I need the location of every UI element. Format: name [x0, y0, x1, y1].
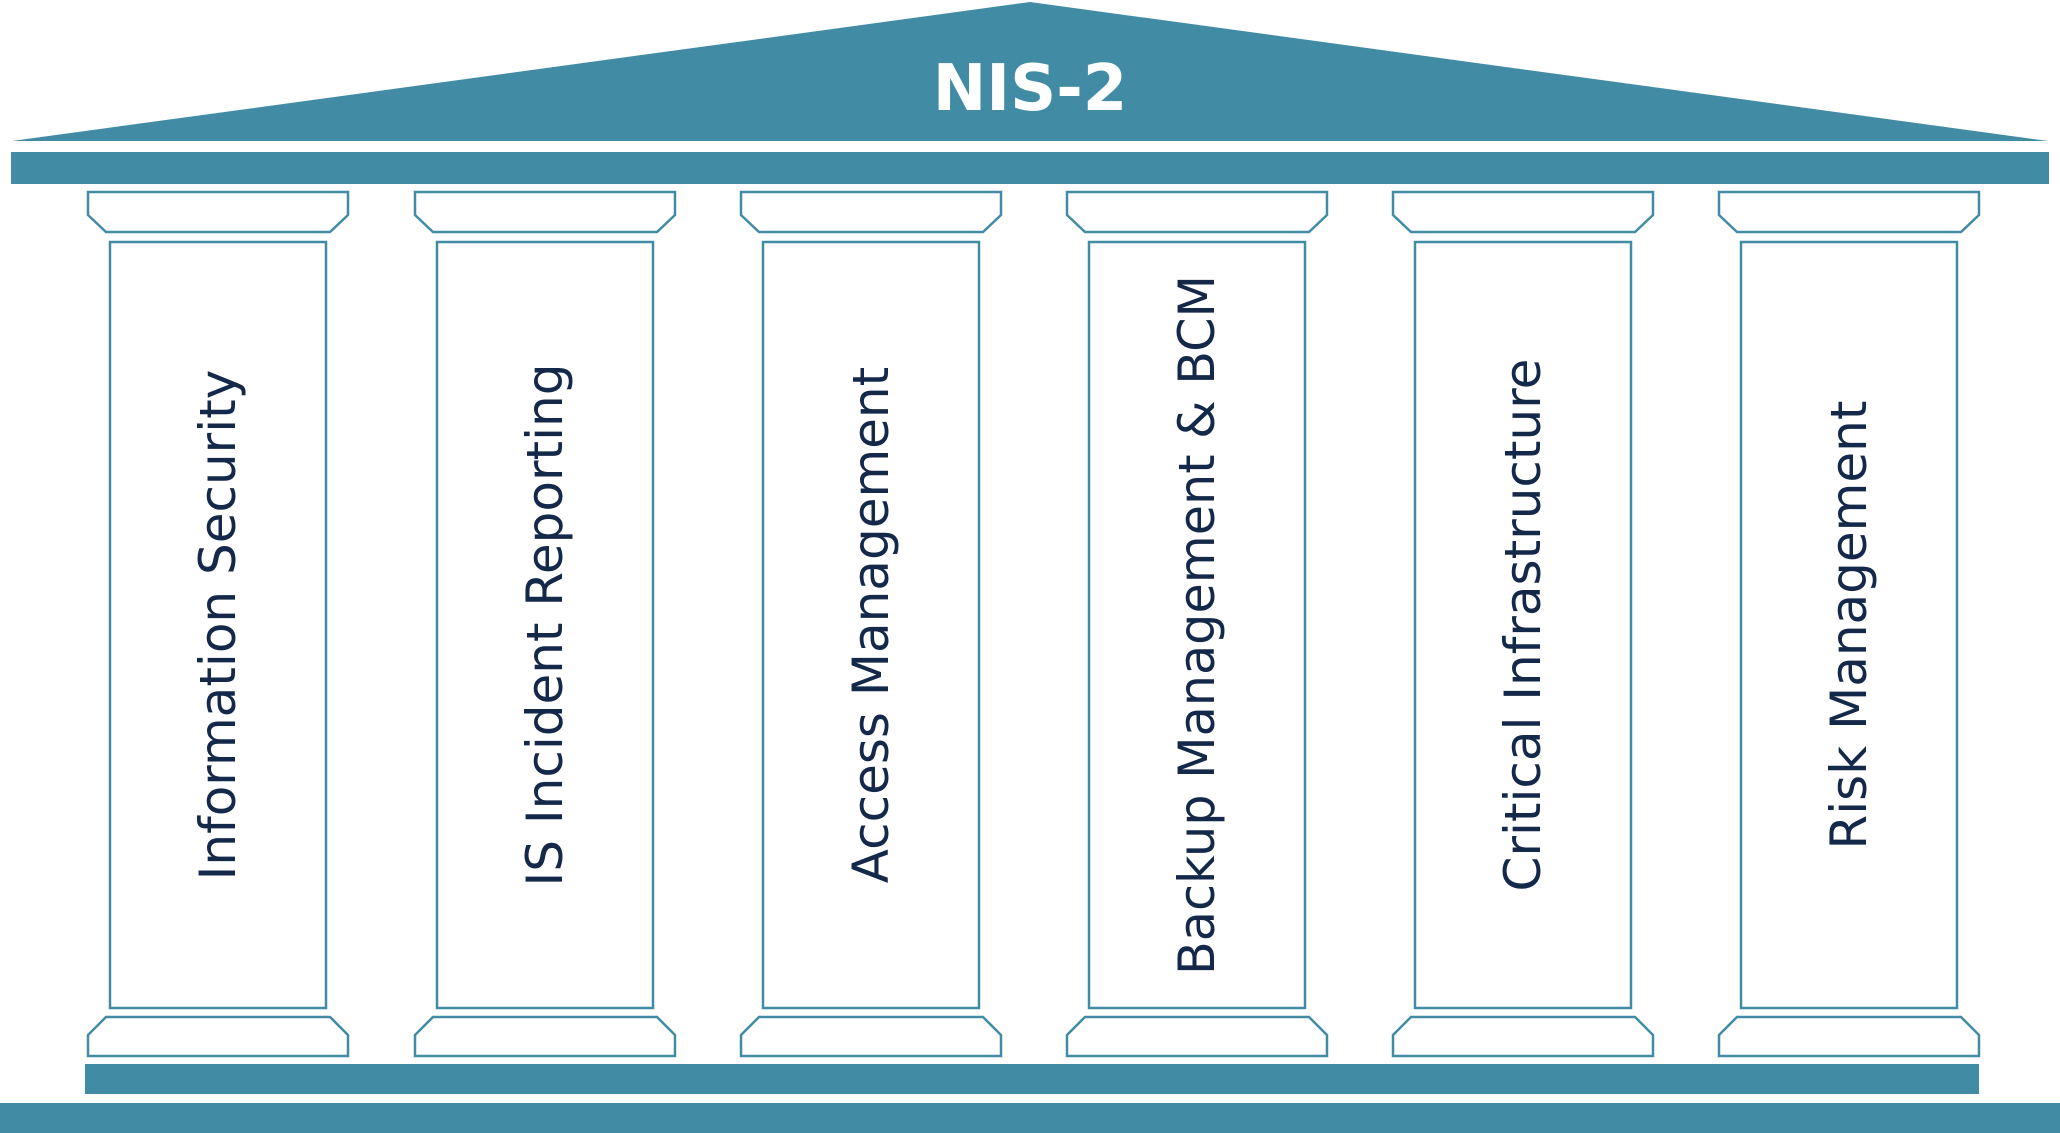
pillar-base: [413, 1015, 677, 1058]
pillar-label: IS Incident Reporting: [516, 364, 574, 887]
pillar-base: [1391, 1015, 1655, 1058]
pillar-label: Information Security: [189, 370, 247, 881]
base-step-upper: [85, 1064, 1979, 1094]
pillar-base: [1065, 1015, 1329, 1058]
pillar-shaft: [108, 240, 328, 1010]
roof-title: NIS-2: [933, 52, 1128, 126]
pillar-shaft: [761, 240, 981, 1010]
pillar-base: [1717, 1015, 1981, 1058]
architrave-beam: [11, 152, 2049, 184]
pillar: IS Incident Reporting: [413, 190, 677, 1058]
pillar: Risk Management: [1717, 190, 1981, 1058]
pillar-base: [739, 1015, 1003, 1058]
pillar-label: Access Management: [842, 367, 900, 883]
pillar-label: Risk Management: [1820, 401, 1878, 850]
pillar-shaft: [1087, 240, 1307, 1010]
pillar-base: [86, 1015, 350, 1058]
pillar-label: Critical Infrastructure: [1494, 359, 1552, 892]
pillar-capital: [1391, 190, 1655, 234]
pillar-capital: [413, 190, 677, 234]
pillar-capital: [1065, 190, 1329, 234]
pillar-shaft: [1413, 240, 1633, 1010]
pillar: Access Management: [739, 190, 1003, 1058]
pillar-shaft: [1739, 240, 1959, 1010]
base-step-lower: [0, 1103, 2060, 1133]
pillar: Backup Management & BCM: [1065, 190, 1329, 1058]
pillar-label: Backup Management & BCM: [1168, 275, 1226, 975]
pillar: Critical Infrastructure: [1391, 190, 1655, 1058]
pillar: Information Security: [86, 190, 350, 1058]
temple-roof: [12, 2, 2048, 141]
pillar-capital: [739, 190, 1003, 234]
pillar-capital: [1717, 190, 1981, 234]
pillar-shaft: [435, 240, 655, 1010]
pillar-capital: [86, 190, 350, 234]
pillars-group: Information Security IS Incident Reportin…: [86, 190, 1981, 1058]
